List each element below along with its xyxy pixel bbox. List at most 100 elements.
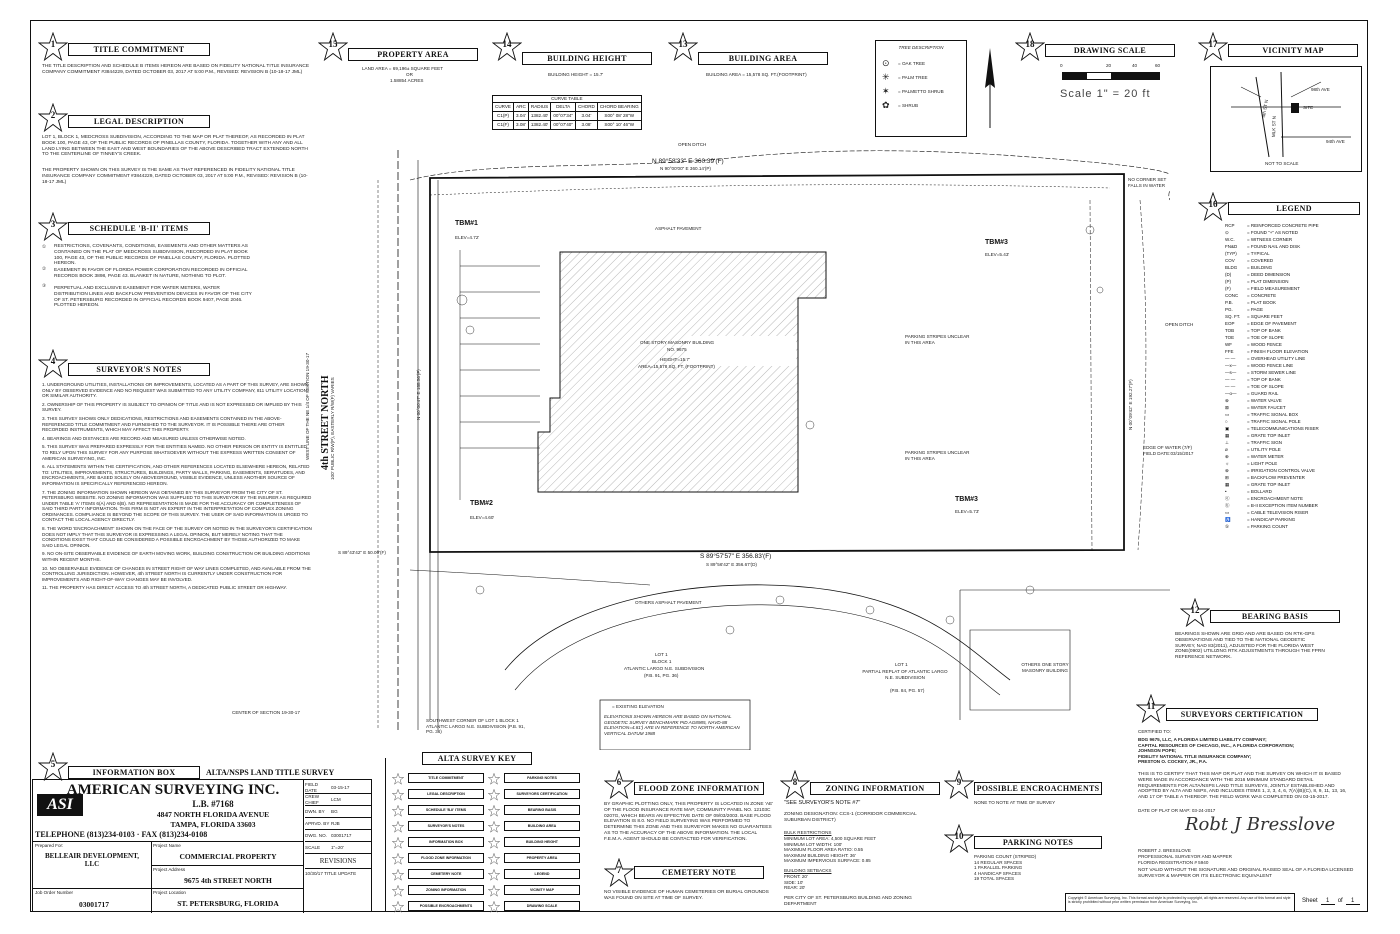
surveyor-note: 9. NO ON-SITE OBSERVABLE EVIDENCE OF EAR… xyxy=(42,551,311,563)
section-star-11: 11 xyxy=(1135,693,1167,724)
legend-label: = PARKING COUNT xyxy=(1247,524,1289,529)
legend-item: ⊠= WATER FAUCET xyxy=(1225,404,1365,411)
legend-item: CONC= CONCRETE xyxy=(1225,292,1365,299)
legend-symbol: ▭ xyxy=(1225,411,1230,417)
legend-item: EOP= EDGE OF PAVEMENT xyxy=(1225,320,1365,327)
legend-symbol: ○ xyxy=(1225,419,1228,424)
legend-symbol: WF xyxy=(1225,342,1232,347)
center-of-section-label: CENTER OF SECTION 19-30-17 xyxy=(232,710,300,715)
legend-symbol: —x— xyxy=(1225,363,1237,368)
property-area-line-2: OR xyxy=(406,72,413,77)
legend-item: ⊥= TRAFFIC SIGN xyxy=(1225,439,1365,446)
legend-item: P.B.= PLAT BOOK xyxy=(1225,299,1365,306)
curve-table-cell: 00°07'34" xyxy=(550,110,576,121)
certified-party: CAPITAL RESOURCES OF CHICAGO, INC., A FL… xyxy=(1138,742,1295,748)
alta-key-item: SURVEYOR'S NOTES xyxy=(391,820,484,833)
schedule-b-item-2: EASEMENT IN FAVOR OF FLORIDA POWER CORPO… xyxy=(54,268,248,279)
alta-key-item: CEMETERY NOTE xyxy=(391,868,484,881)
curve-table-cell: C1(P) xyxy=(492,110,514,121)
edge-of-water: EDGE OF WATER (7/F) FIELD DATE:03/15/201… xyxy=(1143,445,1194,456)
parking-heading: PARKING NOTES xyxy=(974,836,1102,849)
legend-item: FFE= FINISH FLOOR ELEVATION xyxy=(1225,348,1365,355)
legend-symbol: — — xyxy=(1225,384,1236,389)
section-star-4: 4 xyxy=(37,348,69,379)
crew-chief-label: CREW CHIEF xyxy=(305,793,320,805)
alta-key-item: LEGEND xyxy=(487,868,580,881)
legend-label: = WOOD FENCE LINE xyxy=(1247,363,1294,368)
legend-symbol: ø xyxy=(1225,447,1228,452)
project-location: ST. PETERSBURG, FLORIDA xyxy=(177,899,279,908)
key-star-icon xyxy=(487,900,501,913)
legend-label: = SQUARE FEET xyxy=(1247,314,1283,319)
legend-symbol: P.B. xyxy=(1225,300,1233,305)
legend-label: = BUILDING xyxy=(1247,265,1273,270)
setback-item: FRONT: 20' xyxy=(784,874,808,879)
curve-table-cell: 3.08' xyxy=(575,119,598,130)
south-pb-label: (P.B. 91, PG. 36) xyxy=(644,673,679,678)
curve-table-cell: 1382.40' xyxy=(527,110,552,121)
signer-registration: FLORIDA REGISTRATION # 5940 xyxy=(1138,860,1209,865)
flood-zone-heading: FLOOD ZONE INFORMATION xyxy=(634,782,764,795)
legend-label: = TOE OF SLOPE xyxy=(1247,335,1284,340)
legend-item: ⊗= IRRIGATION CONTROL VALVE xyxy=(1225,467,1365,474)
tree-description-title: TREE DESCRIPTION xyxy=(898,45,944,50)
schedule-b-heading: SCHEDULE 'B-II' ITEMS xyxy=(68,222,210,235)
legend-symbol: FFE xyxy=(1225,349,1234,354)
bulk-restriction: MAXIMUM FLOOR AREA RATIO: 0.55 xyxy=(784,847,864,853)
key-star-icon xyxy=(487,852,501,865)
alta-key-label: SURVEYORS CERTIFICATION xyxy=(504,789,580,799)
section-star-16: 16 xyxy=(1197,191,1229,222)
legend-label: = TYPICAL xyxy=(1247,251,1270,256)
oak-tree-icon: ⊙ xyxy=(882,57,890,68)
curve-table-cell: 3.08' xyxy=(513,119,529,130)
tbm-3-elev: ELEV=5.43' xyxy=(985,252,1010,257)
legend-label: = PAGE xyxy=(1247,307,1264,312)
legend-heading: LEGEND xyxy=(1228,202,1360,215)
section-star-15: 15 xyxy=(317,31,349,62)
legend-item: BLDG= BUILDING xyxy=(1225,264,1365,271)
alta-key-label: SCHEDULE 'B-II' ITEMS xyxy=(408,805,484,815)
scale-tick-0: 0 xyxy=(1060,63,1063,68)
legend-label: = PLAT DIMENSION xyxy=(1247,279,1289,284)
legend-label: = CABLE TELEVISION RISER xyxy=(1247,510,1309,515)
certified-party: BDG 9675, LLC, A FLORIDA LIMITED LIABILI… xyxy=(1138,737,1267,742)
bulk-restriction: MAXIMUM BUILDING HEIGHT: 36' xyxy=(784,852,856,858)
section-star-1: 1 xyxy=(37,31,69,62)
title-commitment-heading: TITLE COMMITMENT xyxy=(68,43,210,56)
section-star-3: 3 xyxy=(37,211,69,242)
company-address-1: 4847 NORTH FLORIDA AVENUE xyxy=(156,810,270,819)
east-pb-label: (P.B. 84, PG. 57) xyxy=(890,688,925,693)
zoning-source: PER CITY OF ST. PETERSBURG BUILDING AND … xyxy=(784,896,912,907)
company-address-2: TAMPA, FLORIDA 33603 xyxy=(170,820,256,829)
vicinity-site-label: SITE xyxy=(1303,105,1314,110)
property-area-heading: PROPERTY AREA xyxy=(348,48,478,61)
elevation-note-title: = EXISTING ELEVATION xyxy=(612,704,664,709)
tbm-3: TBM#3 xyxy=(985,239,1008,246)
legend-label: = FOUND "+" AS NOTED xyxy=(1247,230,1298,235)
curve-table-row: C1(F)3.08'1382.40'00°07'40"3.08'S00° 10'… xyxy=(492,119,642,130)
parking-list: PARKING COUNT (STRIPED)14 REGULAR SPACES… xyxy=(974,854,1036,882)
legend-label: = FOUND NAIL AND DISK xyxy=(1247,244,1301,249)
legend-symbol: ⊕ xyxy=(1225,453,1229,459)
zoning-note: "SEE SURVEYOR'S NOTE #7" xyxy=(784,800,861,806)
signer-title: PROFESSIONAL SURVEYOR AND MAPPER xyxy=(1138,854,1232,859)
company-logo: ASI xyxy=(37,794,83,816)
company-phone: TELEPHONE (813)234-0103 · FAX (813)234-0… xyxy=(35,830,208,839)
key-star-icon xyxy=(391,836,405,849)
scale-value: 1"=20' xyxy=(331,844,344,850)
surveyor-signature: Robt J Bresslove xyxy=(1185,814,1336,835)
legend-item: — —= TOE OF SLOPE xyxy=(1225,383,1365,390)
legend-symbol: ⊥ xyxy=(1225,439,1229,445)
legend-symbol: —o— xyxy=(1225,391,1237,396)
title-block-hdivider-2 xyxy=(151,865,303,866)
legend-item: —x— = WOOD FENCE LINE xyxy=(1225,362,1365,369)
legend-symbol: —s— xyxy=(1225,370,1237,375)
project-address-label: Project Address xyxy=(153,867,186,872)
certified-party: FIDELITY NATIONAL TITLE INSURANCE COMPAN… xyxy=(1138,753,1252,759)
west-line-label: WEST LINE OF THE NE 1/4 OF SECTION 19-30… xyxy=(305,352,310,460)
legend-symbol: ⑤ xyxy=(1225,523,1230,529)
legend-label: = WATER METER xyxy=(1247,454,1284,459)
section-star-10: 10 xyxy=(943,823,975,854)
tbm-1-elev: ELEV=4.72' xyxy=(455,235,480,240)
alta-key-label: INFORMATION BOX xyxy=(408,837,484,847)
